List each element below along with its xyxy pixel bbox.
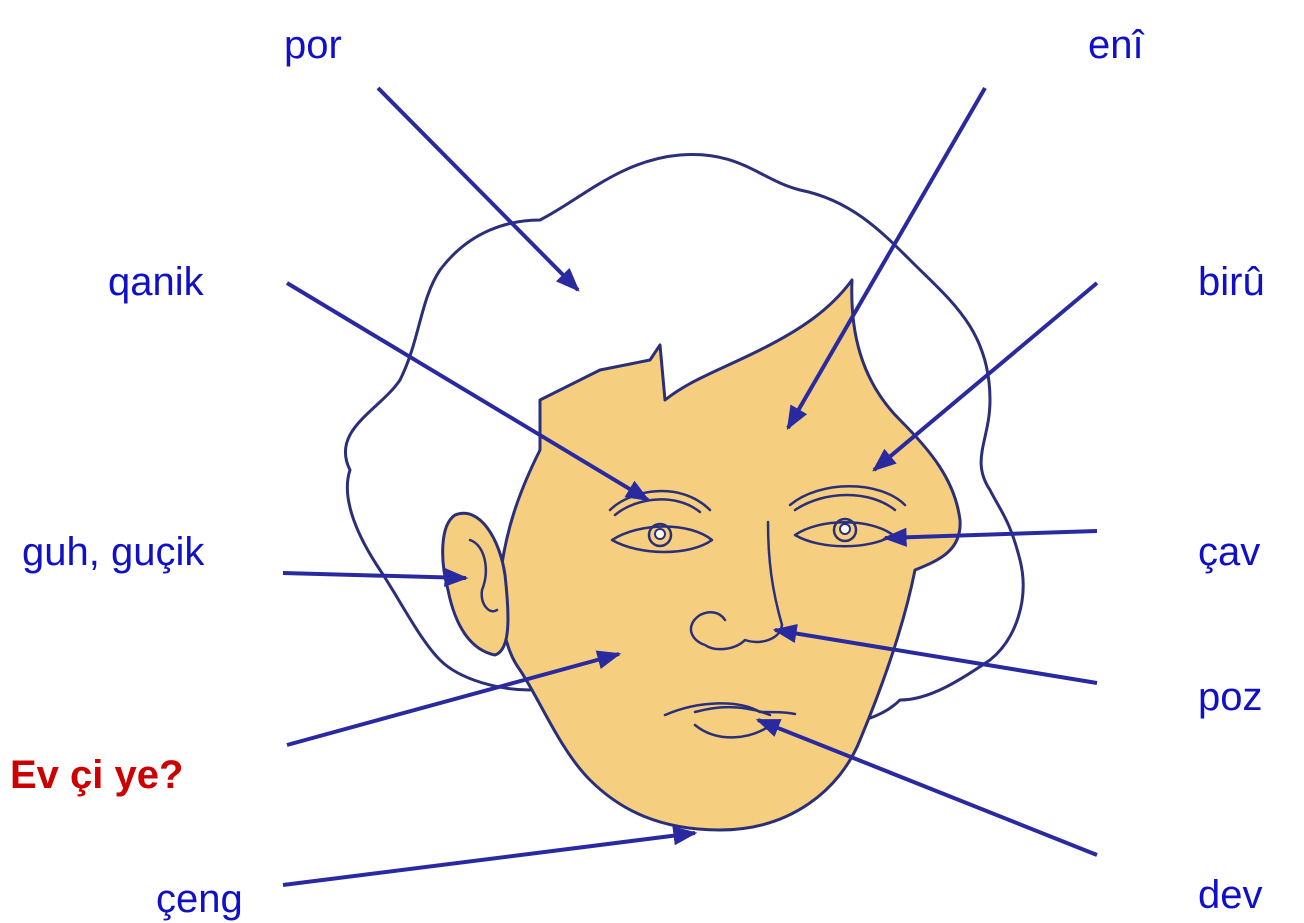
label-guh: guh, guçik (22, 530, 205, 574)
label-ceng: çeng (156, 877, 243, 921)
arrow-guh (283, 573, 466, 578)
arrow-por (378, 88, 578, 290)
label-por: por (284, 23, 342, 67)
label-cav: çav (1198, 530, 1260, 574)
arrow-biru (874, 283, 1097, 470)
arrow-ceng (283, 833, 695, 885)
arrow-eni (788, 88, 985, 428)
label-eni: enî (1088, 23, 1145, 67)
label-poz: poz (1198, 675, 1263, 719)
right-pupil (840, 524, 850, 534)
label-question: Ev çi ye? (10, 753, 183, 797)
label-qanik: qanik (108, 260, 205, 304)
ear (443, 513, 508, 655)
label-biru: birû (1198, 260, 1265, 304)
left-pupil (655, 529, 665, 539)
face-shape (500, 280, 960, 830)
label-dev: dev (1198, 873, 1263, 917)
